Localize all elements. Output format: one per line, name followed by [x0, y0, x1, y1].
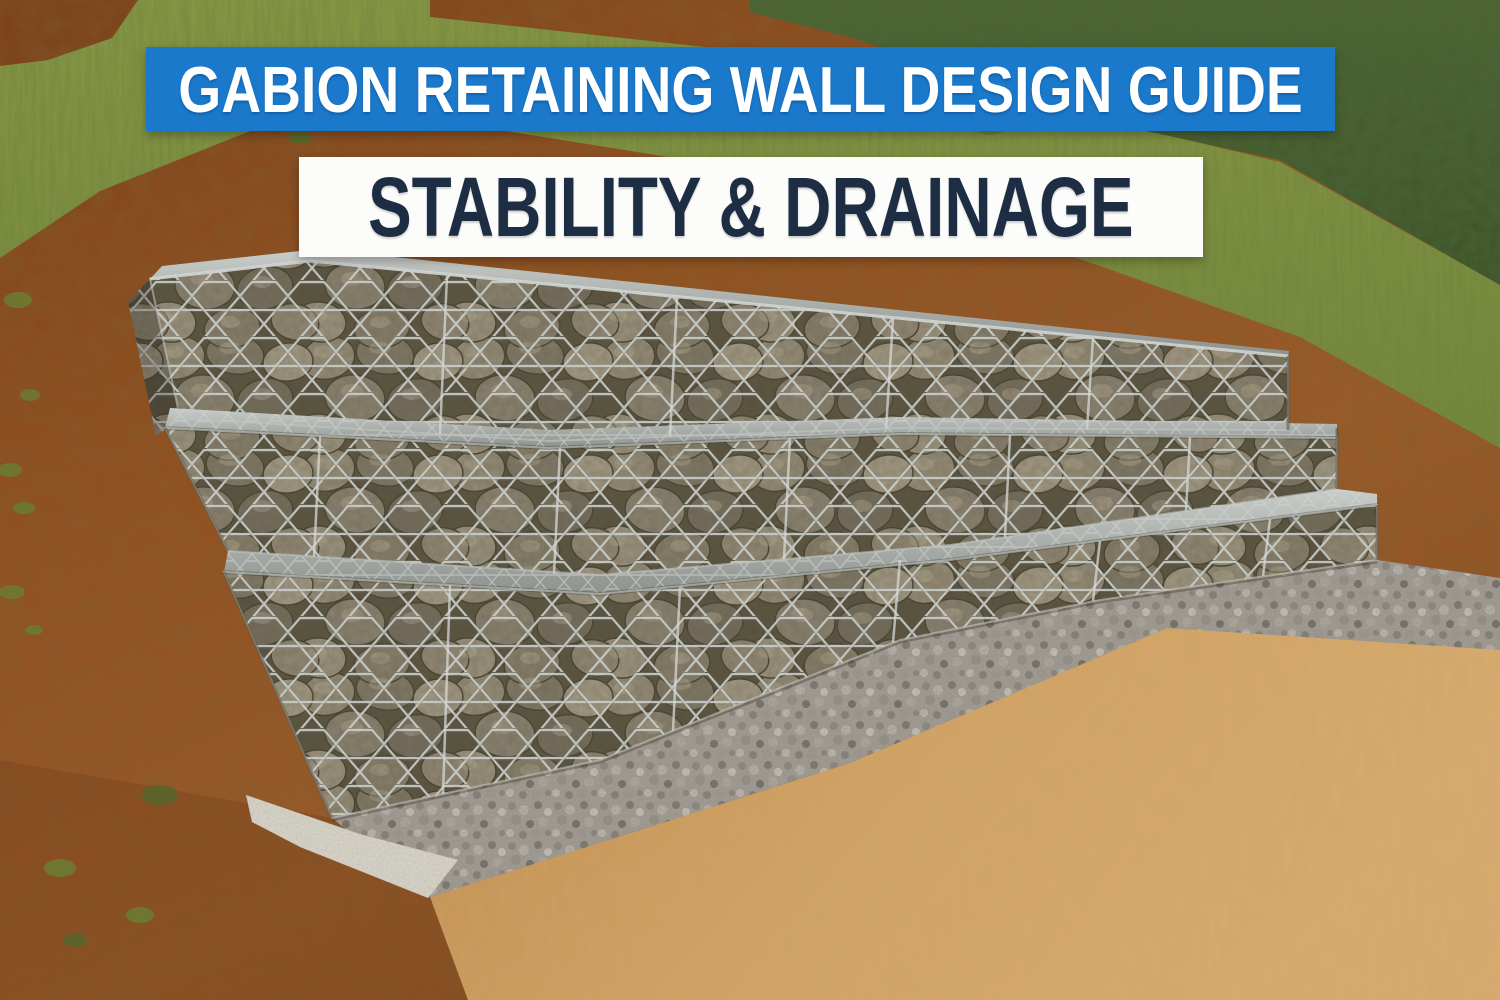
frame-wires — [148, 259, 1379, 820]
foreground-dirt-shadow — [0, 760, 468, 1000]
end-face-shade — [128, 279, 180, 436]
gabion-lid-band — [150, 249, 1289, 356]
basket-seams — [312, 275, 1272, 795]
title-text: GABION RETAINING WALL DESIGN GUIDE — [178, 52, 1303, 126]
subtitle-banner: STABILITY & DRAINAGE — [299, 157, 1203, 257]
title-banner: GABION RETAINING WALL DESIGN GUIDE — [146, 47, 1335, 131]
subtitle-text: STABILITY & DRAINAGE — [368, 160, 1134, 254]
dirt-road — [430, 628, 1500, 1000]
